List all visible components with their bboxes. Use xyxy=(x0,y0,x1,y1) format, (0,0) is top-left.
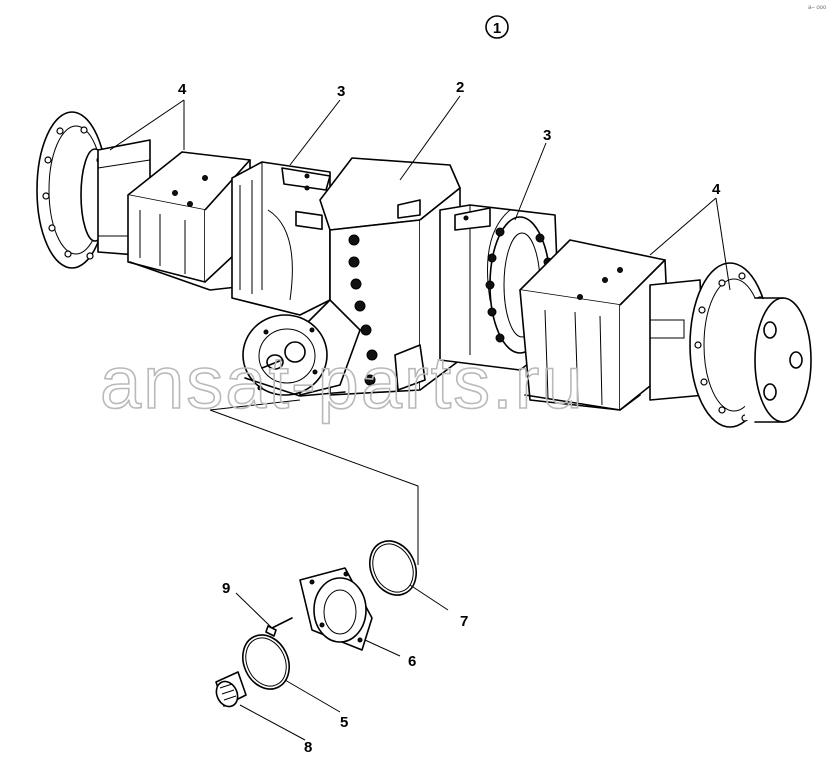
pinion-cover-flange xyxy=(299,567,373,651)
callout-7: 7 xyxy=(460,613,468,630)
callout-5: 5 xyxy=(340,714,348,731)
left-brake-housing xyxy=(231,161,331,316)
right-wheel-hub xyxy=(745,297,812,423)
callout-9: 9 xyxy=(222,580,230,597)
callout-3-left: 3 xyxy=(337,83,345,100)
callout-4-left: 4 xyxy=(178,81,187,98)
corner-mark: a– ooo xyxy=(808,5,827,11)
callout-6: 6 xyxy=(408,653,416,670)
bolt xyxy=(265,617,293,637)
callout-2: 2 xyxy=(456,79,464,96)
right-spring-pad xyxy=(519,239,671,411)
pinion-input-housing xyxy=(242,299,361,397)
callout-leaders xyxy=(109,95,731,741)
callout-8: 8 xyxy=(304,739,312,756)
o-ring-small xyxy=(242,634,290,690)
figure-index-label: 1 xyxy=(493,20,501,37)
watermark: ansat-parts.ru xyxy=(100,341,585,424)
callout-4-right: 4 xyxy=(712,181,721,198)
splined-sleeve xyxy=(215,671,247,708)
exploded-leader-lines xyxy=(209,399,419,565)
figure-index-badge: 1 xyxy=(485,15,509,39)
callout-3-right: 3 xyxy=(543,127,551,144)
left-spring-pad xyxy=(127,151,256,291)
o-ring-large xyxy=(369,540,417,596)
